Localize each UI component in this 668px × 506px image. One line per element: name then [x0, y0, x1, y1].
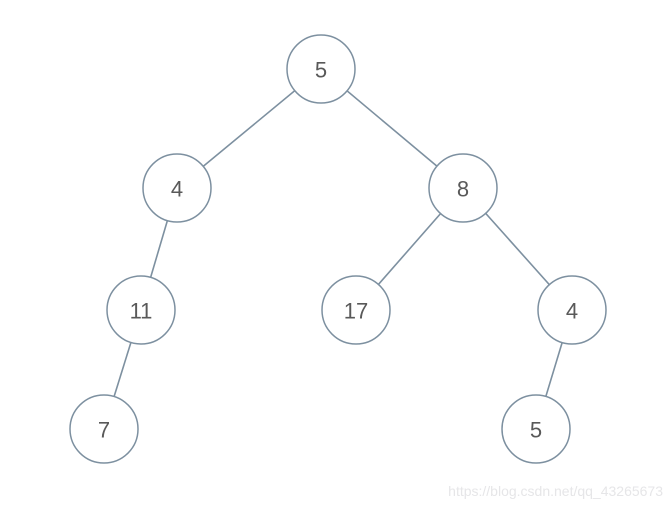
tree-node-label: 11: [130, 299, 153, 324]
tree-node-label: 4: [566, 299, 578, 324]
tree-node-circle: [286, 34, 356, 104]
tree-node-left-left-left: 7: [69, 394, 139, 464]
tree-node-left-left: 11: [106, 275, 176, 345]
tree-node-label: 17: [344, 299, 368, 324]
tree-node-right-left: 17: [321, 275, 391, 345]
tree-node-circle: [501, 394, 571, 464]
tree-node-label: 8: [457, 177, 469, 202]
tree-node-right: 8: [428, 153, 498, 223]
tree-node-circle: [142, 153, 212, 223]
tree-node-label: 4: [171, 177, 183, 202]
watermark-text: https://blog.csdn.net/qq_43265673: [448, 483, 663, 499]
tree-node-circle: [321, 275, 391, 345]
tree-node-left: 4: [142, 153, 212, 223]
tree-node-root: 5: [286, 34, 356, 104]
tree-node-circle: [428, 153, 498, 223]
nodes-layer: 5 4 8 11 17 4 7 5: [69, 34, 607, 464]
tree-node-label: 7: [98, 418, 110, 443]
tree-node-right-right: 4: [537, 275, 607, 345]
tree-node-right-right-left: 5: [501, 394, 571, 464]
tree-node-label: 5: [315, 58, 327, 83]
tree-node-circle: [69, 394, 139, 464]
edges-layer: [103, 68, 573, 430]
tree-node-circle: [537, 275, 607, 345]
tree-node-label: 5: [530, 418, 542, 443]
tree-node-circle: [106, 275, 176, 345]
